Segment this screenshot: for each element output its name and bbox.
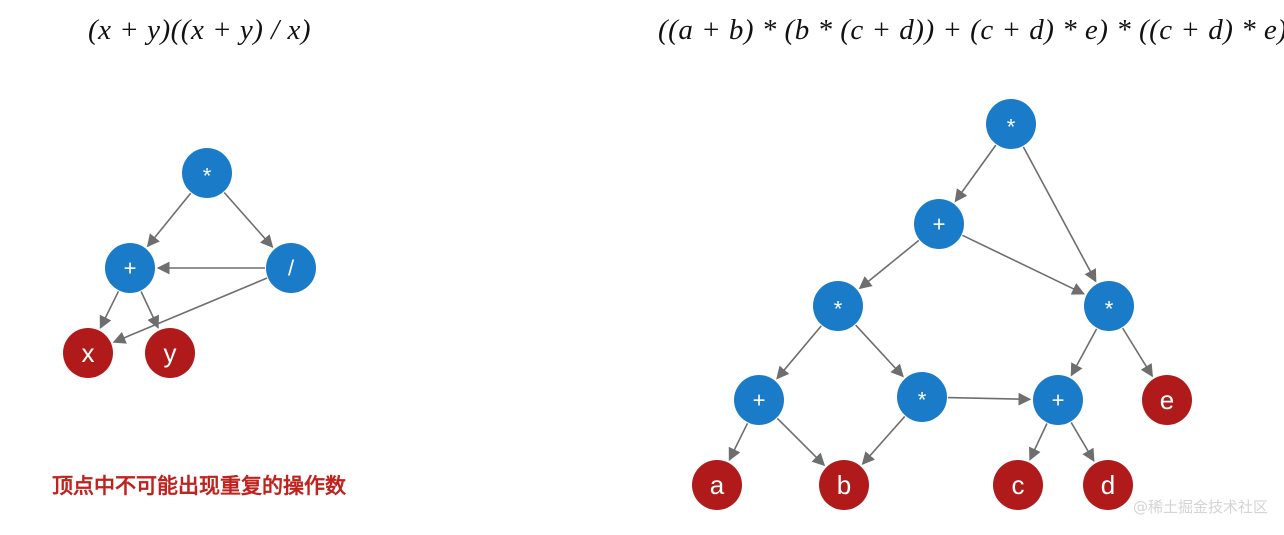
left-node-label-x: x (82, 338, 95, 368)
left-node-circle-y (145, 328, 195, 378)
right-node-circle-c (993, 460, 1043, 510)
left-node-y: y (145, 328, 195, 378)
right-node-label-m2: * (1105, 297, 1114, 322)
right-node-d: d (1083, 460, 1133, 510)
right-node-label-e: e (1160, 385, 1174, 415)
right-node-label-root: * (1007, 115, 1016, 140)
right-edge-m3-cd (947, 392, 1032, 406)
watermark: @稀土掘金技术社区 (1132, 498, 1268, 516)
right-node-circle-m1 (813, 281, 863, 331)
left-edge-div-x (112, 277, 268, 344)
right-edge-m1-ab (776, 325, 822, 380)
right-node-ab: + (734, 375, 784, 425)
left-edge-add-y (140, 291, 159, 329)
right-edge-ab-b (776, 417, 826, 467)
right-node-circle-sum (914, 199, 964, 249)
right-node-circle-e (1142, 375, 1192, 425)
right-edge-m3-b (861, 415, 906, 466)
right-node-label-d: d (1101, 470, 1115, 500)
right-node-label-sum: + (933, 212, 946, 237)
left-node-mul: * (182, 148, 232, 198)
right-node-b: b (819, 460, 869, 510)
formula-left: (x + y)((x + y) / x) (88, 14, 311, 46)
right-node-circle-ab (734, 375, 784, 425)
right-node-circle-a (692, 460, 742, 510)
right-node-label-c: c (1012, 470, 1025, 500)
left-node-add: + (105, 243, 155, 293)
right-edge-m2-cd (1070, 328, 1098, 377)
right-edge-root-m2 (1022, 146, 1097, 283)
left-node-circle-div (266, 243, 316, 293)
note-text: 顶点中不可能出现重复的操作数 (52, 474, 346, 498)
right-node-label-m1: * (834, 297, 843, 322)
right-node-circle-root (986, 99, 1036, 149)
right-node-circle-cd (1033, 375, 1083, 425)
left-node-label-add: + (124, 256, 137, 281)
left-node-label-y: y (164, 338, 177, 368)
right-node-circle-m3 (897, 372, 947, 422)
edges-layer (99, 144, 1153, 467)
right-edge-sum-m2 (962, 234, 1085, 295)
left-node-circle-add (105, 243, 155, 293)
right-edge-cd-c (1029, 423, 1048, 461)
right-edge-root-sum (954, 144, 997, 203)
right-node-m1: * (813, 281, 863, 331)
right-node-circle-d (1083, 460, 1133, 510)
right-node-label-a: a (710, 470, 725, 500)
left-edge-mul-div (223, 191, 274, 248)
right-node-label-ab: + (753, 388, 766, 413)
nodes-layer: * + / x y * + * * + * + a b c d e (63, 99, 1192, 510)
left-node-x: x (63, 328, 113, 378)
right-node-m2: * (1084, 281, 1134, 331)
right-node-sum: + (914, 199, 964, 249)
right-node-a: a (692, 460, 742, 510)
left-node-circle-x (63, 328, 113, 378)
left-edge-mul-add (146, 192, 192, 248)
left-node-label-mul: * (203, 164, 212, 189)
formula-right: ((a + b) * (b * (c + d)) + (c + d) * e) … (658, 14, 1284, 46)
right-edge-ab-a (728, 422, 749, 462)
right-edge-sum-m1 (858, 239, 920, 290)
right-node-label-b: b (837, 470, 851, 500)
right-node-circle-m2 (1084, 281, 1134, 331)
right-node-cd: + (1033, 375, 1083, 425)
right-node-m3: * (897, 372, 947, 422)
right-node-circle-b (819, 460, 869, 510)
right-node-e: e (1142, 375, 1192, 425)
right-edge-m1-m3 (855, 324, 904, 378)
left-node-label-div: / (288, 256, 295, 281)
right-node-label-m3: * (918, 388, 927, 413)
right-node-label-cd: + (1052, 388, 1065, 413)
right-node-c: c (993, 460, 1043, 510)
left-edge-add-x (99, 290, 120, 330)
right-node-root: * (986, 99, 1036, 149)
left-node-div: / (266, 243, 316, 293)
left-node-circle-mul (182, 148, 232, 198)
right-edge-m2-e (1121, 327, 1153, 378)
right-edge-cd-d (1070, 422, 1095, 462)
